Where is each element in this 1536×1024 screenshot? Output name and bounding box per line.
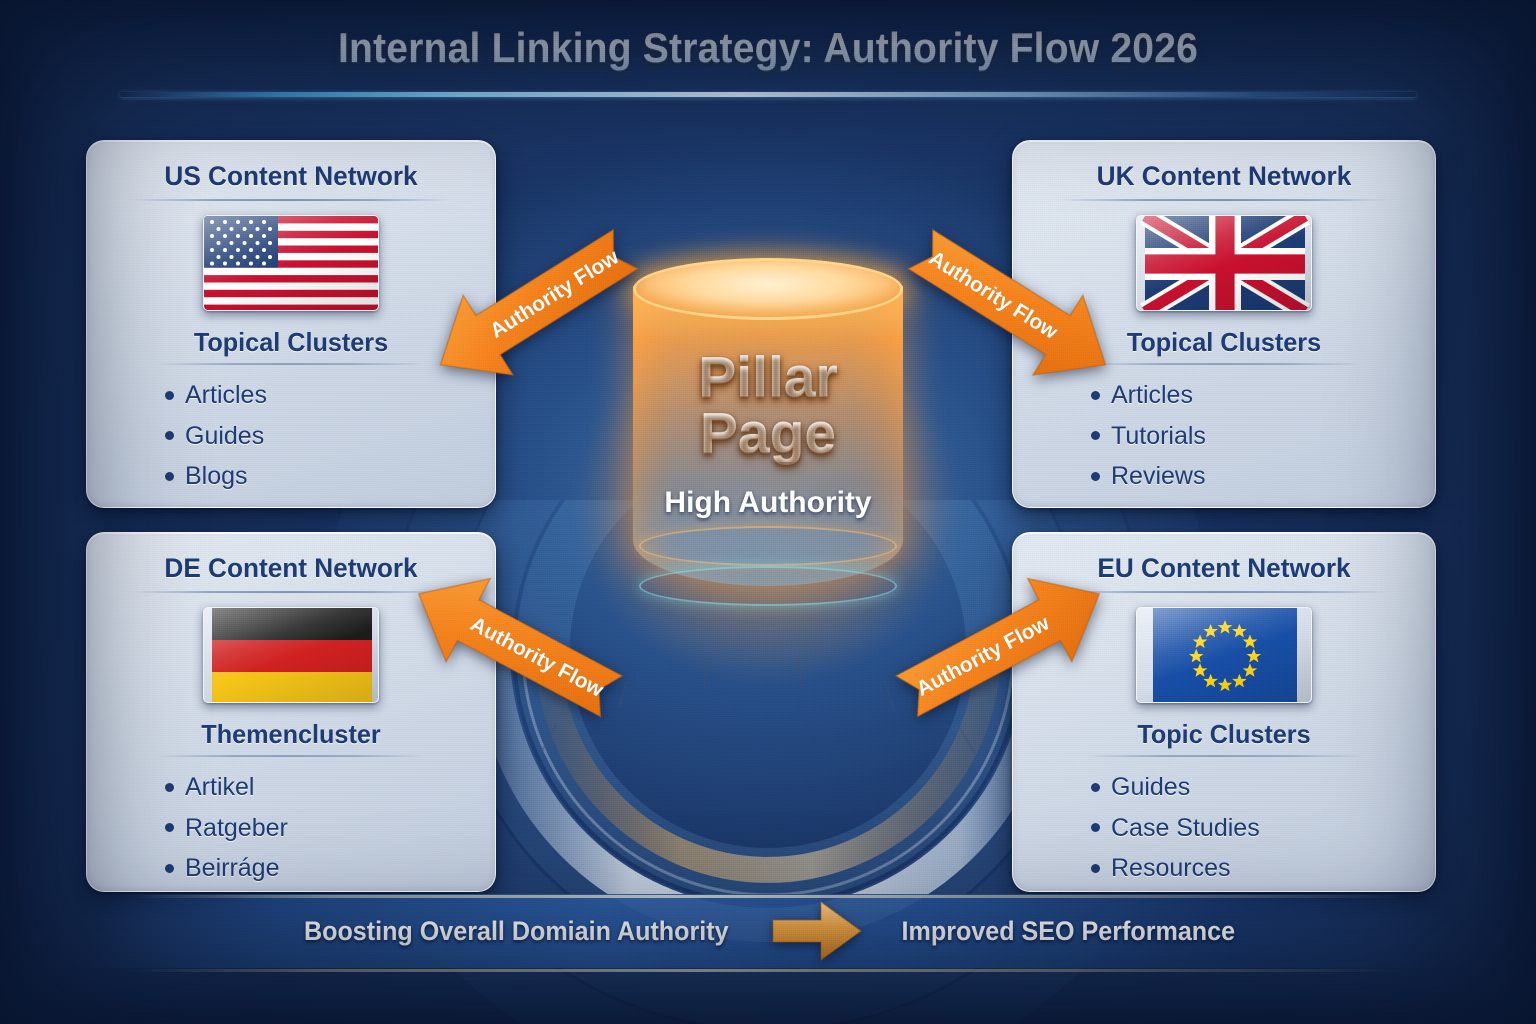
list-item[interactable]: Guides <box>165 416 495 457</box>
bullet-icon <box>1091 471 1100 481</box>
list-item[interactable]: Resources <box>1091 848 1435 889</box>
pillar-caption: High Authority <box>664 485 872 519</box>
list-item-label: Resources <box>1111 854 1231 882</box>
list-item[interactable]: Beirráge <box>165 848 495 889</box>
panel-us-flag-row <box>87 215 495 311</box>
panel-de-content-network[interactable]: DE Content Network Themencluster Artikel… <box>86 532 496 892</box>
panel-us-cluster-heading: Topical Clusters <box>193 327 389 357</box>
bullet-icon <box>165 863 174 873</box>
page-title-wrap: Internal Linking Strategy: Authority Flo… <box>0 24 1536 72</box>
page-title: Internal Linking Strategy: Authority Flo… <box>54 24 1482 72</box>
bullet-icon <box>165 390 174 400</box>
list-item-label: Case Studies <box>1111 813 1260 842</box>
panel-uk-flag-row <box>1013 215 1435 311</box>
authority-flow-arrow-top-right: Authority Flow <box>898 228 1128 376</box>
list-item[interactable]: Articles <box>165 375 495 416</box>
svg-text:Authority Flow: Authority Flow <box>486 245 623 343</box>
list-item-label: Ratgeber <box>185 813 288 842</box>
panel-us-cluster-divider <box>156 363 426 365</box>
authority-flow-arrow-bottom-left: Authority Flow <box>400 577 630 718</box>
cylinder-ring-upper <box>639 526 897 566</box>
list-item-label: Articles <box>1111 381 1193 409</box>
authority-flow-arrow-bottom-right: Authority Flow <box>888 577 1118 718</box>
panel-de-item-list: Artikel Ratgeber Beirráge <box>87 767 495 889</box>
panel-de-flag-row <box>87 607 495 703</box>
list-item[interactable]: Articles <box>1091 375 1435 416</box>
bullet-icon <box>1091 823 1100 833</box>
us-flag-icon <box>203 215 379 311</box>
panel-us-title-divider <box>131 199 451 201</box>
right-arrow-icon <box>772 900 863 962</box>
list-item-label: Guides <box>1111 773 1191 801</box>
title-divider <box>120 92 1416 97</box>
bullet-icon <box>165 431 174 441</box>
bullet-icon <box>165 471 174 481</box>
panel-eu-title-divider <box>1059 591 1389 593</box>
cylinder-ring-lower <box>639 566 897 606</box>
panel-uk-cluster-divider <box>1084 363 1364 365</box>
list-item[interactable]: Tutorials <box>1091 416 1435 457</box>
cylinder-top-ellipse <box>633 258 903 320</box>
list-item[interactable]: Blogs <box>165 456 495 497</box>
panel-uk-item-list: Articles Tutorials Reviews <box>1013 375 1435 497</box>
list-item-label: Tutorials <box>1111 421 1206 450</box>
panel-uk-title-divider <box>1059 199 1389 201</box>
footer-left-text: Boosting Overall Domiain Authority <box>304 915 729 946</box>
panel-eu-cluster-divider <box>1084 755 1364 757</box>
list-item-label: Artikel <box>185 773 255 801</box>
panel-eu-title: EU Content Network <box>1097 553 1351 583</box>
footer-divider-top <box>130 895 1406 898</box>
panel-de-cluster-divider <box>156 755 426 757</box>
panel-uk-cluster-heading: Topical Clusters <box>1126 327 1322 357</box>
footer-divider-bottom <box>130 969 1406 972</box>
list-item[interactable]: Artikel <box>165 767 495 808</box>
list-item-label: Blogs <box>185 462 248 490</box>
list-item[interactable]: Ratgeber <box>165 808 495 849</box>
list-item[interactable]: Guides <box>1091 767 1435 808</box>
bullet-icon <box>1091 390 1100 400</box>
bullet-icon <box>1091 431 1100 441</box>
bullet-icon <box>165 823 174 833</box>
arrow-label-top-right: Authority Flow <box>925 247 1062 345</box>
panel-eu-item-list: Guides Case Studies Resources <box>1013 767 1435 889</box>
footer-bar: Boosting Overall Domiain Authority Impro… <box>0 894 1536 968</box>
pillar-line-1: Pillar <box>633 349 903 406</box>
svg-text:Authority Flow: Authority Flow <box>925 247 1062 345</box>
panel-eu-flag-row <box>1013 607 1435 703</box>
authority-flow-arrow-top-left: Authority Flow <box>418 228 648 376</box>
panel-de-cluster-heading: Themencluster <box>201 719 381 749</box>
arrow-label-top-left: Authority Flow <box>486 245 623 343</box>
panel-eu-cluster-heading: Topic Clusters <box>1137 719 1311 749</box>
pillar-page-label: Pillar Page High Authority <box>633 349 903 520</box>
panel-de-title-divider <box>131 591 451 593</box>
panel-uk-title: UK Content Network <box>1096 161 1352 191</box>
uk-flag-icon <box>1136 215 1312 311</box>
eu-flag-icon <box>1136 607 1312 703</box>
bullet-icon <box>1091 863 1100 873</box>
bullet-icon <box>165 782 174 792</box>
de-flag-icon <box>203 607 379 703</box>
footer-right-text: Improved SEO Performance <box>901 915 1236 946</box>
panel-us-item-list: Articles Guides Blogs <box>87 375 495 497</box>
pillar-page-cylinder: Pillar Page High Authority <box>633 258 903 608</box>
footer-background <box>86 894 1450 968</box>
bullet-icon <box>1091 782 1100 792</box>
panel-us-title: US Content Network <box>164 161 418 191</box>
list-item[interactable]: Reviews <box>1091 456 1435 497</box>
list-item-label: Reviews <box>1111 462 1206 490</box>
list-item-label: Articles <box>185 381 267 409</box>
list-item-label: Guides <box>185 421 265 450</box>
list-item-label: Beirráge <box>185 854 280 882</box>
pillar-line-2: Page <box>633 404 903 462</box>
panel-us-content-network[interactable]: US Content Network <box>86 140 496 508</box>
list-item[interactable]: Case Studies <box>1091 808 1435 849</box>
panel-de-title: DE Content Network <box>164 553 418 583</box>
